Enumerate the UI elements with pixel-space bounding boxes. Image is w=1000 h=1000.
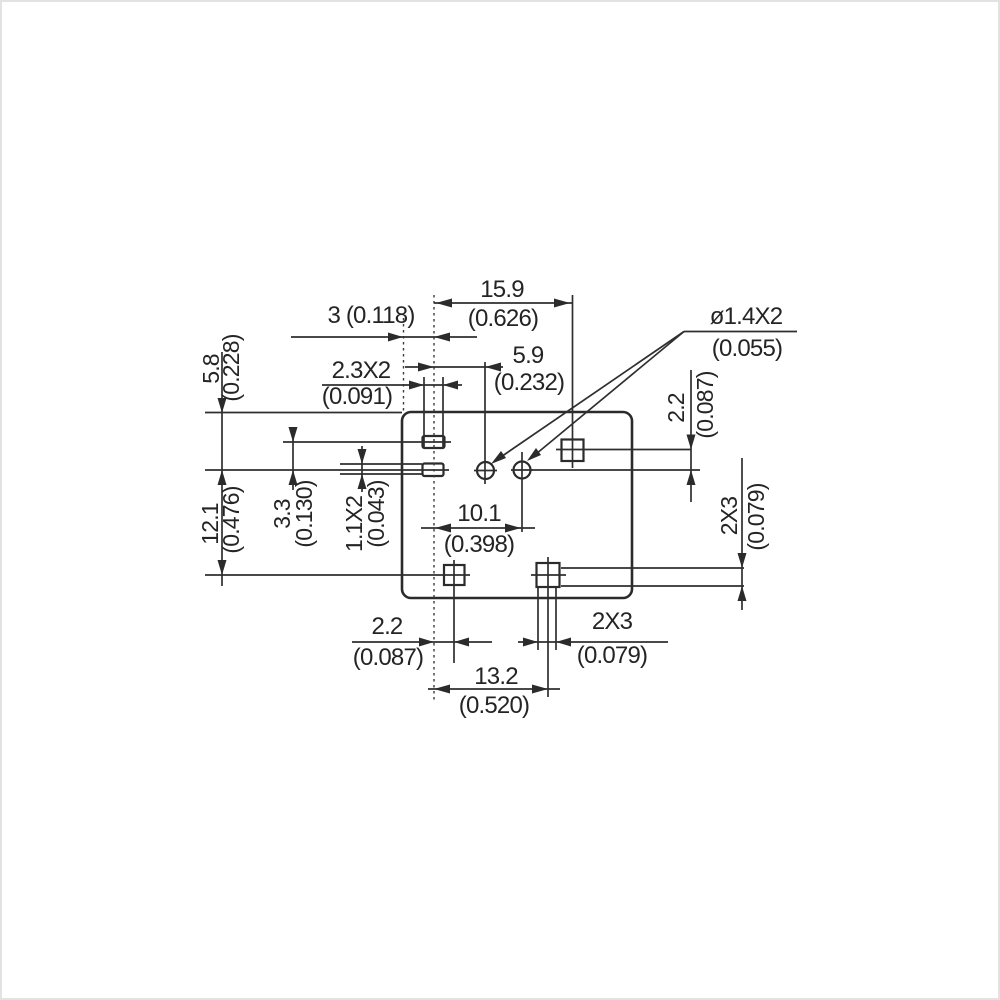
label-right-pin-mm: 2X3 [716,497,742,536]
arrow [409,380,424,390]
arrow [357,449,367,464]
label-bottom-span-inch: (0.520) [459,692,529,719]
label-left-top-inch: (0.228) [218,334,244,401]
arrow [217,398,227,413]
label-bottom-pin-inch: (0.079) [577,642,647,669]
label-slot-row-offset-inch: (0.130) [291,480,317,547]
leader-arrow-left [491,451,506,464]
label-slot-to-hole-mm: 5.9 [513,342,544,369]
arrow [532,684,548,694]
label-slot-row-offset-mm: 3.3 [269,499,295,529]
arrow [434,332,450,342]
dimension-labels: 15.9 (0.626) 3 (0.118) 5.9 (0.232) 2.3X2… [197,276,784,719]
arrow [523,637,538,647]
arrow [288,470,298,485]
arrow [419,637,434,647]
arrow [435,523,451,533]
label-edge-to-slot: 3 (0.118) [327,302,414,329]
arrow [737,586,747,601]
label-slot-width-inch: (0.091) [322,383,392,410]
leader-line-hole-left [494,330,685,462]
arrow [418,362,434,372]
arrow [554,298,570,308]
component-body-group [400,410,634,600]
arrow [686,470,696,485]
arrow [505,523,521,533]
arrow [288,427,298,442]
label-left-height-inch: (0.476) [218,486,244,553]
arrow [454,637,469,647]
leader-line-hole-right [529,330,685,460]
label-slot-width-mm: 2.3X2 [332,357,391,384]
label-slot-height-mm: 1.1X2 [341,496,367,552]
arrow [443,380,458,390]
label-top-width-mm: 15.9 [480,276,524,303]
label-hole-diameter-mm: ø1.4X2 [710,303,783,330]
label-right-offset-mm: 2.2 [663,393,689,423]
arrow [686,434,696,450]
label-right-offset-inch: (0.087) [692,371,718,438]
label-left-top-mm: 5.8 [198,354,224,384]
label-bottom-span-mm: 13.2 [474,663,518,690]
label-hole-diameter-inch: (0.055) [712,335,782,362]
arrow [217,560,227,575]
label-bottom-pin-mm: 2X3 [592,608,633,635]
label-slot-height-inch: (0.043) [363,480,389,547]
label-bottom-offset-inch: (0.087) [353,644,423,671]
label-top-width-inch: (0.626) [468,305,538,332]
label-right-pin-inch: (0.079) [743,483,769,550]
leader-arrow-right [527,448,541,461]
arrow [556,637,571,647]
arrow [357,474,367,489]
arrow [434,684,450,694]
label-slot-to-hole-inch: (0.232) [494,369,564,396]
body-outline [400,410,634,600]
label-left-height-mm: 12.1 [197,503,223,545]
extension-lines [205,295,744,700]
arrow [737,553,747,568]
arrow [217,470,227,485]
arrow [436,298,452,308]
label-hole-span-inch: (0.398) [444,531,514,558]
arrowheads [217,298,747,694]
label-bottom-offset-mm: 2.2 [372,613,403,640]
arrow [485,362,501,372]
arrow [388,332,403,342]
label-hole-span-mm: 10.1 [457,500,501,527]
